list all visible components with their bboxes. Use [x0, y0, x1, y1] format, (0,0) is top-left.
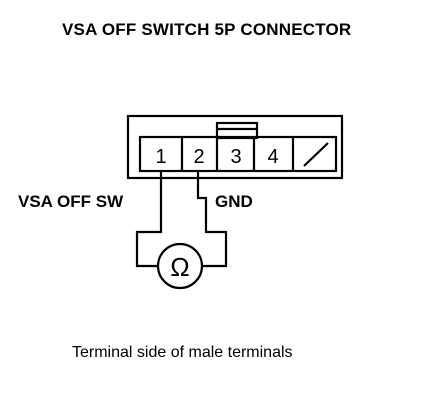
ohmmeter-icon	[156, 242, 204, 290]
vsa-off-sw-label: VSA OFF SW	[18, 192, 124, 211]
gnd-label: GND	[215, 192, 253, 211]
ohm-symbol: Ω	[170, 252, 189, 282]
terminal-strip	[138, 135, 338, 173]
terminal-number: 1	[155, 146, 166, 168]
connector-housing	[126, 114, 344, 180]
blank-cavity-mark	[303, 142, 329, 167]
wire-terminal-1	[135, 171, 163, 268]
diagram-title: VSA OFF SWITCH 5P CONNECTOR	[62, 20, 352, 39]
terminal-number: 3	[230, 146, 241, 168]
terminal-number: 2	[193, 146, 204, 168]
wire-terminal-2	[196, 171, 228, 268]
terminal-number: 4	[267, 146, 278, 168]
caption: Terminal side of male terminals	[72, 344, 293, 361]
connector-lock-tab	[215, 121, 259, 140]
